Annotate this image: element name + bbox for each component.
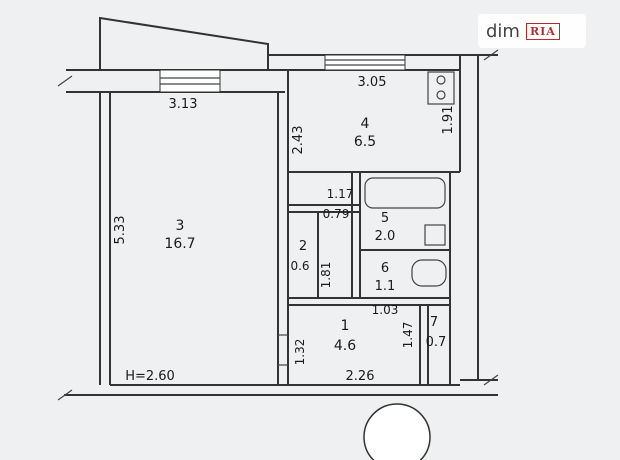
- fixtures: [363, 71, 455, 460]
- stove: [427, 71, 455, 105]
- windows: [57, 49, 499, 401]
- outer-walls: [64, 54, 498, 396]
- toilet: [411, 259, 447, 287]
- dim-2-26: 2.26: [346, 369, 375, 384]
- dim-0-79: 0.79: [323, 207, 350, 221]
- dim-1-32: 1.32: [293, 339, 307, 366]
- dim-1-91: 1.91: [441, 106, 456, 135]
- dim-5-33: 5.33: [113, 216, 128, 245]
- room-2-number: 2: [299, 239, 307, 254]
- room-labels: 3 16.7 4 6.5 5 2.0 6 1.1 2 0.6 1 4.6 7 0…: [164, 116, 446, 354]
- room-5-area: 2.0: [375, 229, 396, 244]
- door-circle-marker: [363, 403, 431, 460]
- room-1-number: 1: [341, 318, 350, 334]
- ceiling-height: H=2.60: [125, 369, 175, 384]
- room-7-number: 7: [430, 315, 438, 330]
- watermark-badge: RIA: [525, 22, 560, 40]
- dimension-labels: 3.05 3.13 1.17 0.79 1.03 2.26 H=2.60 2.4…: [113, 75, 456, 384]
- room-1-area: 4.6: [334, 338, 356, 354]
- room-3-area: 16.7: [164, 236, 195, 252]
- room-6-area: 1.1: [375, 279, 396, 294]
- dim-1-03: 1.03: [372, 303, 399, 317]
- bathtub: [364, 177, 446, 209]
- dimria-watermark: dim RIA: [478, 14, 586, 48]
- dim-1-81: 1.81: [319, 262, 333, 289]
- room-4-area: 6.5: [354, 134, 376, 150]
- dim-1-17: 1.17: [327, 187, 354, 201]
- dim-2-43: 2.43: [291, 126, 306, 155]
- dim-1-47: 1.47: [401, 322, 415, 349]
- watermark-text: dim: [486, 20, 520, 42]
- washbasin: [424, 224, 446, 246]
- room-7-area: 0.7: [426, 335, 447, 350]
- room-5-number: 5: [381, 211, 389, 226]
- interior-walls: [277, 70, 450, 385]
- room-2-area: 0.6: [290, 259, 309, 273]
- room-6-number: 6: [381, 261, 389, 276]
- dim-3-13: 3.13: [169, 97, 198, 112]
- room-4-number: 4: [361, 116, 370, 132]
- dim-3-05: 3.05: [358, 75, 387, 90]
- room-3-number: 3: [176, 218, 185, 234]
